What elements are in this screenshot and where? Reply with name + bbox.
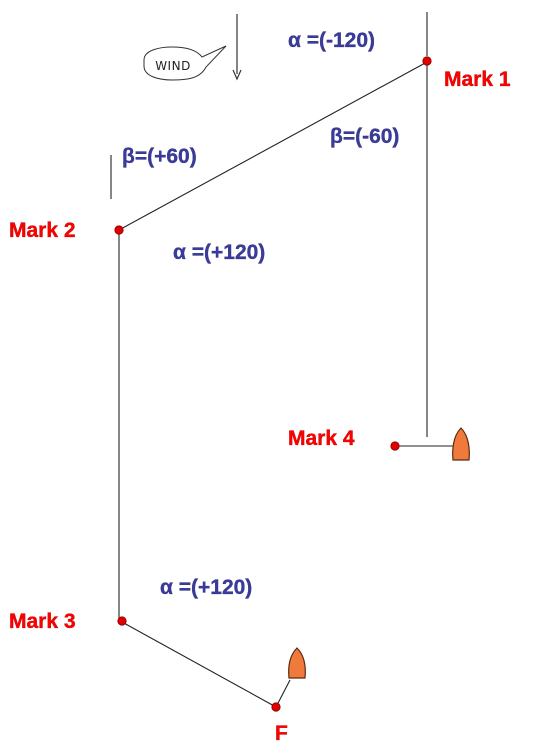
angle-label-alpha-low: α =(+120) xyxy=(160,576,252,599)
mark1-label: Mark 1 xyxy=(444,68,511,91)
angle-label-alpha-top: α =(-120) xyxy=(288,29,375,52)
leg-mark1-mark2 xyxy=(118,61,428,231)
finish-dot xyxy=(271,702,281,712)
leg-mark3-finish xyxy=(121,621,277,708)
boat-icon-bottom xyxy=(288,647,306,679)
boat-icon-right xyxy=(452,427,470,461)
leg-finish-boat xyxy=(275,679,291,708)
wind-arrow-head xyxy=(232,69,242,81)
wind-label: WIND xyxy=(155,59,191,73)
angle-label-alpha-mid: α =(+120) xyxy=(173,241,265,264)
angle-label-beta-right: β=(-60) xyxy=(330,125,399,148)
mark1-dot xyxy=(422,56,432,66)
mark4-dot xyxy=(390,441,400,451)
mark2-label: Mark 2 xyxy=(9,219,76,242)
angle-label-beta-left: β=(+60) xyxy=(122,145,197,168)
mark2-dot xyxy=(114,225,124,235)
mark4-label: Mark 4 xyxy=(288,427,355,450)
mark3-label: Mark 3 xyxy=(9,610,76,633)
mark3-dot xyxy=(117,616,127,626)
wind-indicator: WIND xyxy=(143,14,242,81)
wind-bubble xyxy=(143,45,227,81)
finish-label: F xyxy=(275,722,288,742)
